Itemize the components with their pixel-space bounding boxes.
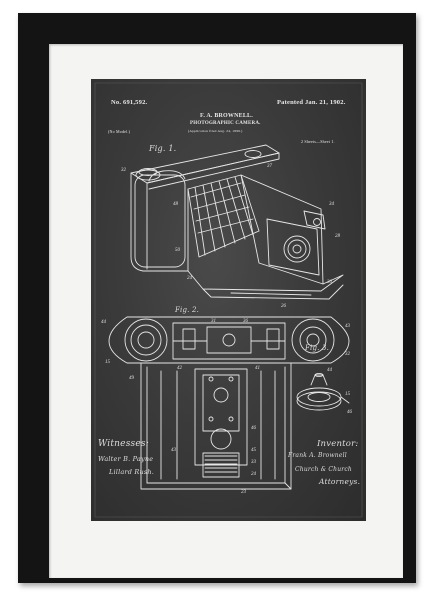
attorney-signature: Church & Church: [295, 466, 352, 473]
witnesses-label: Witnesses:: [98, 439, 149, 449]
svg-text:50: 50: [175, 248, 181, 253]
patent-date: Patented Jan. 21, 1902.: [277, 99, 346, 106]
svg-text:48: 48: [173, 202, 179, 207]
application-date: (Application filed Aug. 24, 1899.): [188, 129, 243, 133]
svg-text:34: 34: [329, 202, 335, 207]
fig1-camera-drawing: 32 48 37 34 28 30 50 24 26: [121, 144, 344, 309]
inventor-name: F. A. BROWNELL.: [200, 113, 253, 119]
section-view-drawing: 49 42 41 46 45 33 24 43 23: [129, 362, 292, 495]
svg-text:36: 36: [243, 319, 249, 324]
patent-number: No. 691,592.: [111, 99, 148, 106]
patent-title: PHOTOGRAPHIC CAMERA.: [190, 121, 261, 126]
fig2-label: Fig. 2.: [175, 306, 200, 314]
svg-text:43: 43: [171, 448, 177, 453]
svg-text:23: 23: [241, 490, 247, 495]
svg-text:42: 42: [177, 366, 183, 371]
patent-drawings: 32 48 37 34 28 30 50 24 26 44 15: [94, 82, 363, 518]
svg-text:46: 46: [347, 410, 353, 415]
svg-text:32: 32: [121, 168, 127, 173]
svg-text:37: 37: [267, 164, 273, 169]
svg-text:24: 24: [187, 276, 193, 281]
svg-text:28: 28: [335, 234, 341, 239]
patent-blueprint: No. 691,592. F. A. BROWNELL. PHOTOGRAPHI…: [91, 79, 366, 521]
model-note: (No Model.): [108, 129, 131, 134]
svg-text:15: 15: [345, 392, 351, 397]
svg-text:41: 41: [255, 366, 260, 371]
svg-text:33: 33: [251, 460, 257, 465]
svg-text:30: 30: [327, 280, 333, 285]
svg-text:44: 44: [327, 368, 333, 373]
fig3-label: Fig. 3.: [305, 344, 330, 352]
attorney-label: Attorneys.: [319, 477, 361, 486]
svg-text:26: 26: [281, 304, 287, 309]
svg-text:15: 15: [105, 360, 111, 365]
svg-text:45: 45: [251, 448, 257, 453]
fig1-label: Fig. 1.: [149, 144, 177, 153]
inventor-signature: Frank A. Brownell: [288, 452, 347, 459]
witness-signature-2: Lillard Rush.: [109, 468, 155, 476]
svg-text:24: 24: [251, 472, 257, 477]
blueprint-border: [94, 82, 363, 518]
svg-text:31: 31: [211, 319, 216, 324]
svg-text:49: 49: [129, 376, 135, 381]
fig2-plan-drawing: 44 15 43 32 31 36: [101, 316, 351, 365]
fig3-detail-drawing: 44 15 46: [296, 368, 353, 415]
svg-text:44: 44: [101, 320, 107, 325]
svg-text:43: 43: [345, 324, 351, 329]
sheet-note: 2 Sheets—Sheet 1.: [301, 139, 335, 144]
svg-text:32: 32: [345, 352, 351, 357]
svg-text:46: 46: [251, 426, 257, 431]
witness-signature-1: Walter B. Payne: [98, 455, 154, 463]
inventor-label: Inventor:: [317, 439, 359, 449]
